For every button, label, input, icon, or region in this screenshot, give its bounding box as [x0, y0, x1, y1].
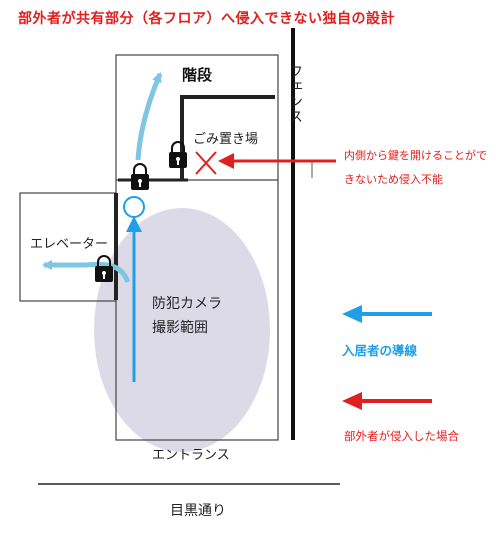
- legend-outsider-label: 部外者が侵入した場合: [344, 429, 459, 443]
- camera-range-label: 防犯カメラ 撮影範囲: [152, 296, 222, 336]
- padlock-icon: [169, 141, 187, 168]
- fence-label: フェンス: [287, 64, 303, 124]
- padlock-icon: [95, 255, 113, 282]
- path-to-stairs: [135, 72, 163, 161]
- padlock-icon: [131, 163, 149, 190]
- legend-outsider-arrowhead: [342, 392, 362, 410]
- stairs-label: 階段: [182, 66, 213, 84]
- camera-range-ellipse: [94, 208, 270, 452]
- trash-area-label: ごみ置き場: [193, 132, 259, 147]
- entrance-label: エントランス: [152, 448, 230, 463]
- page-title: 部外者が共有部分（各フロア）へ侵入できない独自の設計: [18, 11, 395, 27]
- x-mark-icon: [195, 151, 217, 175]
- street-label: 目黒通り: [170, 503, 226, 519]
- elevator-label: エレベーター: [30, 237, 109, 252]
- resident-entry-arrowhead: [126, 216, 142, 232]
- legend-resident-label: 入居者の導線: [342, 343, 418, 358]
- circle-marker-icon: [123, 196, 145, 218]
- intrusion-note: 内側から鍵を開けることができないため侵入不能: [344, 149, 487, 186]
- blocked-intrusion-arrowhead: [218, 153, 234, 169]
- path-to-elevator: [42, 260, 131, 284]
- legend-resident-arrowhead: [342, 305, 362, 323]
